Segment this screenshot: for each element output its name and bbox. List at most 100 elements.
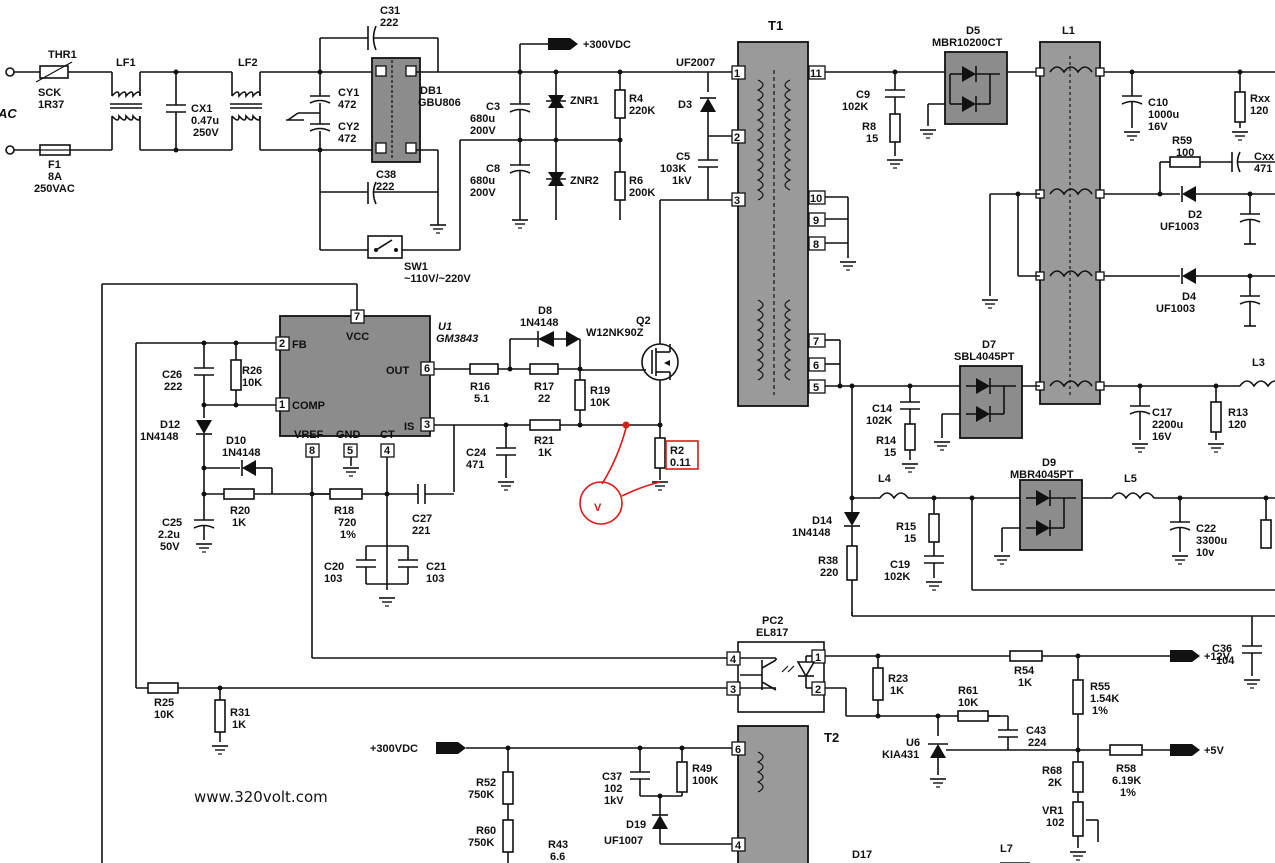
website-url[interactable]: www.320volt.com (194, 788, 328, 806)
d14-part: 1N4148 (792, 527, 831, 539)
c19-value: 102K (884, 571, 910, 583)
cx1-name: CX1 (191, 103, 212, 115)
r19-value: 10K (590, 397, 610, 409)
d7-symbol (966, 378, 1016, 422)
c31-name: C31 (380, 5, 400, 17)
d10-name: D10 (226, 435, 246, 447)
cx1-value: 0.47u (191, 115, 219, 127)
r59-value: 100 (1176, 147, 1194, 159)
r58-value: 6.19K (1112, 775, 1141, 787)
r18-value: 720 (338, 517, 356, 529)
d19-part: UF1007 (604, 835, 643, 847)
d5-schottky (944, 51, 1008, 125)
feedback-output (825, 650, 1200, 861)
c19-name: C19 (890, 559, 910, 571)
r17-name: R17 (534, 381, 554, 393)
v12-label: +12V (1204, 651, 1231, 663)
r52-value: 750K (468, 789, 494, 801)
r68-name: R68 (1042, 765, 1062, 777)
c37-rating: 1kV (604, 795, 624, 807)
c22-name: C22 (1196, 523, 1216, 535)
c36-name: C36 (1212, 643, 1232, 655)
pc2-pin-2: 2 (815, 684, 821, 696)
q2-part: W12NK90Z (586, 327, 644, 339)
cy1-name: CY1 (338, 87, 359, 99)
r17-value: 22 (538, 393, 550, 405)
vdc300-label: +300VDC (583, 39, 631, 51)
r55-name: R55 (1090, 681, 1110, 693)
rxx-resistor (1231, 72, 1249, 141)
r68-value: 2K (1048, 777, 1062, 789)
thr1-type: SCK (38, 87, 61, 99)
db1-name: DB1 (420, 85, 442, 97)
r16-value: 5.1 (474, 393, 489, 405)
d2-part: UF1003 (1160, 221, 1199, 233)
ac-input (5, 61, 112, 156)
r59-name: R59 (1172, 135, 1192, 147)
znr-varistors (546, 72, 566, 220)
c3-value: 680u (470, 113, 495, 125)
u6-part: KIA431 (882, 749, 919, 761)
c26-name: C26 (162, 369, 182, 381)
d14-r38 (844, 512, 1275, 617)
r2-value: 0.11 (670, 457, 691, 469)
c5-rating: 1kV (672, 175, 692, 187)
c21-name: C21 (426, 561, 446, 573)
u1-gnd: GND (336, 429, 361, 441)
c8-name: C8 (486, 163, 500, 175)
c10-capacitor (1121, 72, 1143, 141)
ac-label: AC (0, 106, 17, 121)
d7-part: SBL4045PT (954, 351, 1015, 363)
c3-rating: 200V (470, 125, 496, 137)
vdc300-t2-label: +300VDC (370, 743, 418, 755)
r49-name: R49 (692, 763, 712, 775)
gate-drive (434, 331, 586, 426)
d3-name: D3 (678, 99, 692, 111)
u1-pin-4: 4 (384, 445, 391, 457)
c36-value: 104 (1216, 655, 1235, 667)
q2-name: Q2 (636, 315, 651, 327)
current-sense-line (434, 419, 663, 492)
c14-r14-snubber (900, 383, 920, 473)
cxx-value: 471 (1254, 163, 1272, 175)
c9-name: C9 (856, 89, 870, 101)
cy1-cy2-capacitors (286, 69, 331, 153)
c26-value: 222 (164, 381, 182, 393)
r21-value: 1K (538, 447, 552, 459)
sw1-voltage-switch[interactable] (320, 139, 520, 259)
lf1-label: LF1 (116, 57, 136, 69)
d12-name: D12 (160, 419, 180, 431)
c5-value: 103K (660, 163, 686, 175)
c25-value: 2.2u (158, 529, 180, 541)
r4-r6-resistors (614, 72, 626, 220)
t1-pin-9: 9 (813, 215, 819, 227)
d7-schottky (959, 365, 1023, 439)
lf1-choke (110, 72, 142, 150)
r38-value: 220 (820, 567, 838, 579)
vr1-value: 102 (1046, 817, 1064, 829)
u1-pin-2: 2 (279, 338, 285, 350)
r6-name: R6 (629, 175, 643, 187)
r58-name: R58 (1116, 763, 1136, 775)
c9-r8-snubber (885, 69, 905, 169)
feedback-network (135, 340, 330, 688)
d3-c5-snubber (660, 71, 732, 201)
pc2-symbol (726, 649, 826, 696)
t1-pin-10: 10 (810, 193, 822, 205)
t1-pin-11: 11 (810, 68, 822, 80)
pc2-pin-3: 3 (730, 684, 736, 696)
c5-name: C5 (676, 151, 690, 163)
c3-c8-capacitors (509, 72, 623, 229)
d9-schottky (1019, 479, 1083, 551)
l1-coupled-inductor (1039, 41, 1101, 405)
d10-part: 1N4148 (222, 447, 261, 459)
znr2-label: ZNR2 (570, 175, 599, 187)
u1-pin-5: 5 (347, 445, 353, 457)
c21-value: 103 (426, 573, 444, 585)
u1-pin-7: 7 (354, 311, 360, 323)
r8-value: 15 (866, 133, 878, 145)
r60-name: R60 (476, 825, 496, 837)
c31-value: 222 (380, 17, 398, 29)
d8-part: 1N4148 (520, 317, 559, 329)
r14-value: 15 (884, 447, 896, 459)
